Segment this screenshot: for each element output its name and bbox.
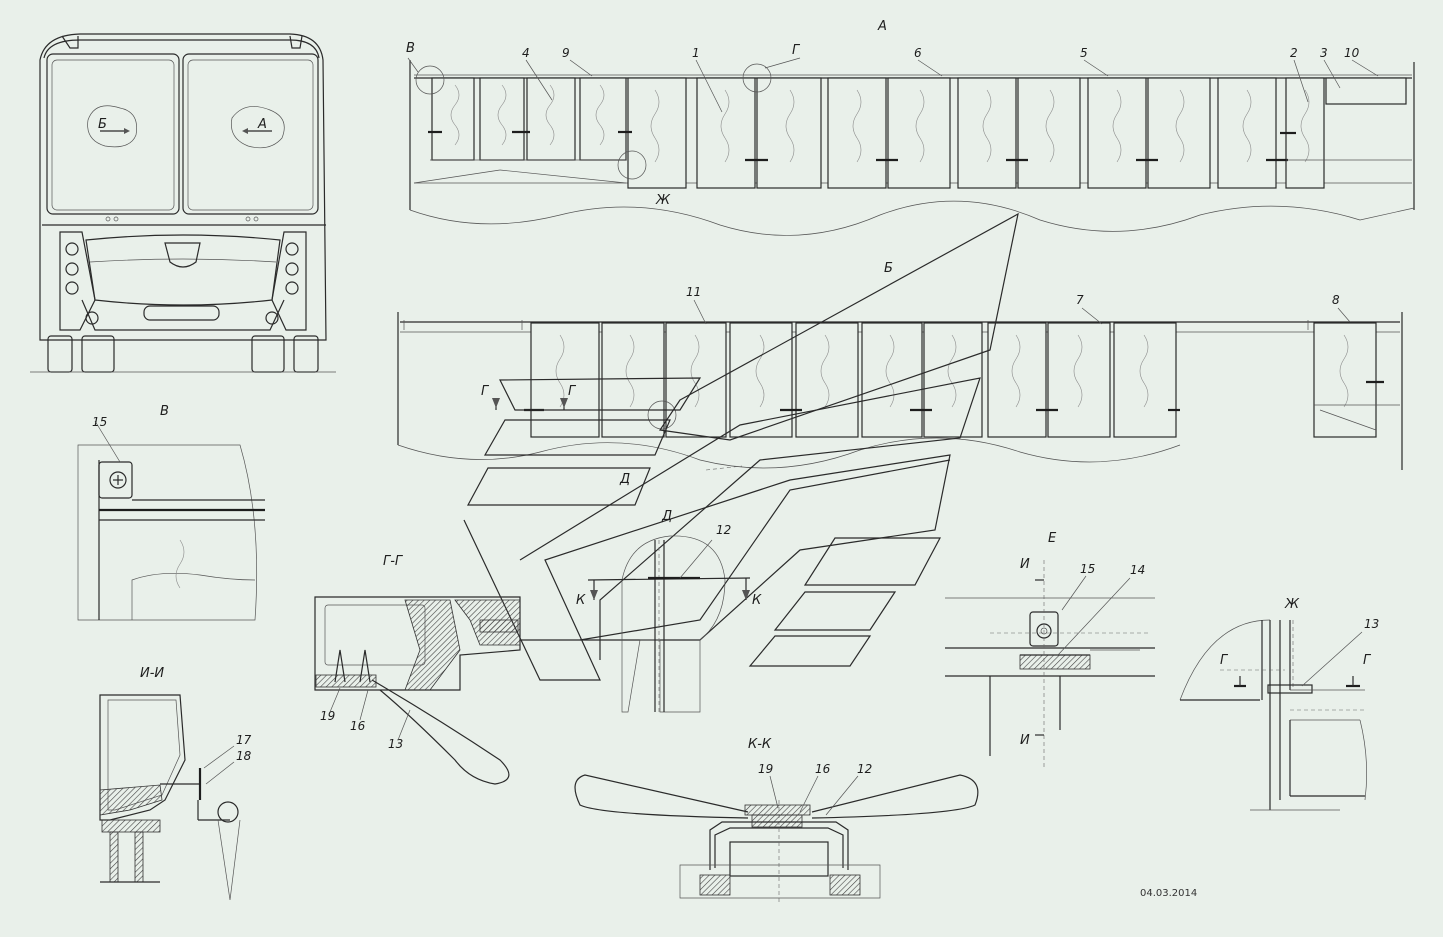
view-a-handles: [428, 130, 1296, 162]
callout-13-gg: 13: [388, 737, 403, 751]
callout-10: 10: [1344, 46, 1360, 60]
callout-19-kk: 19: [758, 762, 773, 776]
view-b-leader-frame: Б Д: [463, 212, 1019, 681]
callout-12: 12: [716, 523, 731, 537]
cut-mark-g-right: Г: [1363, 653, 1372, 668]
callout-9: 9: [562, 46, 570, 60]
section-ii-label: И-И: [140, 666, 164, 681]
callout-18: 18: [236, 749, 252, 763]
detail-d-circle: [647, 400, 677, 430]
detail-g-circle: [742, 63, 772, 93]
view-b-wavy-reflections: [555, 334, 1349, 408]
callout-3: 3: [1320, 46, 1328, 60]
callout-1: 1: [692, 46, 700, 60]
detail-v-view: В: [77, 404, 265, 621]
section-kk: К-К: [574, 737, 979, 905]
view-b-side-windows: [397, 312, 1403, 470]
section-kk-label: К-К: [748, 737, 772, 752]
view-a-mark-v: В: [406, 41, 415, 56]
callout-numbers: 1 2 3 4 5 6 7 8 9 10 11 12 12 13 13 14 1…: [92, 46, 1379, 816]
cut-marks-gg: Г Г: [481, 384, 577, 410]
view-b-window-row: [530, 322, 1377, 438]
front-mark-b: Б: [98, 117, 107, 132]
callout-4: 4: [522, 46, 530, 60]
detail-zh-label: Ж: [1284, 597, 1300, 612]
drawing-date: 04.03.2014: [1140, 888, 1197, 899]
detail-d-label: Д: [661, 509, 672, 524]
front-mark-a: А: [257, 117, 267, 132]
callout-15-e: 15: [1080, 562, 1095, 576]
detail-v-circle: [415, 65, 445, 95]
callout-15-v: 15: [92, 415, 107, 429]
callout-12-kk: 12: [857, 762, 872, 776]
callout-13-zh: 13: [1364, 617, 1379, 631]
view-a-wavy-reflections: [450, 84, 1310, 163]
view-a-window-row: [431, 77, 1407, 189]
section-ii: И-И: [99, 666, 241, 901]
callout-16-kk: 16: [815, 762, 831, 776]
view-a-mark-zh: Ж: [655, 193, 671, 208]
cut-mark-k-left: К: [576, 593, 586, 608]
callout-8: 8: [1332, 293, 1340, 307]
detail-e-view: Е И И: [945, 531, 1155, 770]
cut-mark-g-left-b: Г: [481, 384, 490, 399]
section-gg: Г-Г: [314, 554, 521, 785]
detail-d-view: Д К К: [576, 509, 762, 713]
detail-v-label: В: [160, 404, 169, 419]
callout-14: 14: [1130, 563, 1145, 577]
callout-16-gg: 16: [350, 719, 366, 733]
detail-zh-circle: [617, 150, 647, 180]
cut-mark-g-left: Г: [1220, 653, 1229, 668]
bus-front-view: Б А: [30, 33, 336, 373]
view-b-label: Б: [884, 261, 893, 276]
callout-11: 11: [686, 285, 701, 299]
cut-mark-k-right: К: [752, 593, 762, 608]
view-a-side-windows: А: [406, 19, 1415, 236]
callout-17: 17: [236, 733, 252, 747]
cut-mark-i-bottom: И: [1020, 733, 1030, 748]
callout-2: 2: [1290, 46, 1298, 60]
view-a-mark-g: Г: [792, 43, 801, 58]
view-a-label: А: [877, 19, 887, 34]
callout-7: 7: [1076, 293, 1084, 307]
detail-zh-view: Ж Г Г: [1179, 597, 1372, 811]
callout-6: 6: [914, 46, 922, 60]
cut-mark-g-right-b: Г: [568, 384, 577, 399]
cut-mark-i-top: И: [1020, 557, 1030, 572]
detail-e-label: Е: [1048, 531, 1057, 546]
view-b-mark-d: Д: [619, 472, 630, 487]
callout-19-gg: 19: [320, 709, 335, 723]
callout-5: 5: [1080, 46, 1088, 60]
section-gg-label: Г-Г: [383, 554, 404, 569]
